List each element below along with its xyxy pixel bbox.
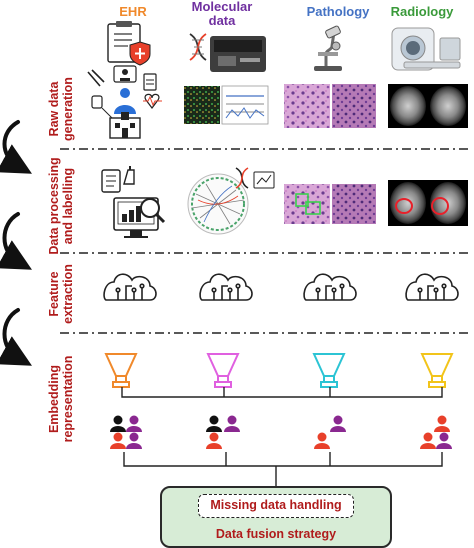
sequence-plot xyxy=(222,86,268,124)
monitor-magnifier-icon xyxy=(114,198,164,238)
tissue-image xyxy=(284,84,330,128)
curved-arrow-icon xyxy=(5,310,19,358)
tissue-image-labelled xyxy=(332,184,376,224)
person-icon xyxy=(224,416,240,433)
fusion-bracket-line xyxy=(124,452,442,486)
person-icon xyxy=(434,416,450,433)
dna-sequencer-icon xyxy=(190,34,266,72)
funnel-bracket-line xyxy=(122,387,442,397)
clipboard-shield-icon xyxy=(108,21,150,65)
person-icon xyxy=(126,433,142,450)
person-icon xyxy=(436,433,452,450)
fusion-strategy-label: Data fusion strategy xyxy=(162,526,390,542)
funnel-icon xyxy=(208,354,238,387)
curved-arrow-icon xyxy=(5,214,19,262)
gel-image xyxy=(184,86,220,124)
tissue-image xyxy=(332,84,376,128)
person-icon xyxy=(330,416,346,433)
microscope-icon xyxy=(314,25,342,71)
brain-scan xyxy=(390,86,426,126)
doctor-cluster-icon xyxy=(88,66,162,138)
processing-toolkit-icon xyxy=(102,166,134,192)
tissue-image-labelled xyxy=(284,184,330,224)
person-group xyxy=(110,416,142,450)
person-group xyxy=(206,416,240,450)
person-group xyxy=(314,416,346,450)
cloud-circuit-icon xyxy=(104,274,156,300)
fusion-panel: Missing data handling Data fusion strate… xyxy=(160,486,392,548)
missing-data-handling-box: Missing data handling xyxy=(198,494,354,518)
curved-arrow-icon xyxy=(5,122,19,166)
network-graph-icon xyxy=(188,174,248,234)
person-icon xyxy=(126,416,142,433)
person-icon xyxy=(110,433,126,450)
mri-scanner-icon xyxy=(392,28,460,70)
person-group xyxy=(420,416,452,450)
funnel-icon xyxy=(106,354,136,387)
cloud-circuit-icon xyxy=(200,274,252,300)
person-icon xyxy=(314,433,330,450)
person-icon xyxy=(110,416,126,433)
person-icon xyxy=(420,433,436,450)
brain-scan xyxy=(430,86,466,126)
cloud-circuit-icon xyxy=(406,274,458,300)
cloud-circuit-icon xyxy=(304,274,356,300)
funnel-icon xyxy=(422,354,452,387)
person-icon xyxy=(206,416,222,433)
brain-scan xyxy=(390,182,426,224)
person-icon xyxy=(206,433,222,450)
funnel-icon xyxy=(314,354,344,387)
